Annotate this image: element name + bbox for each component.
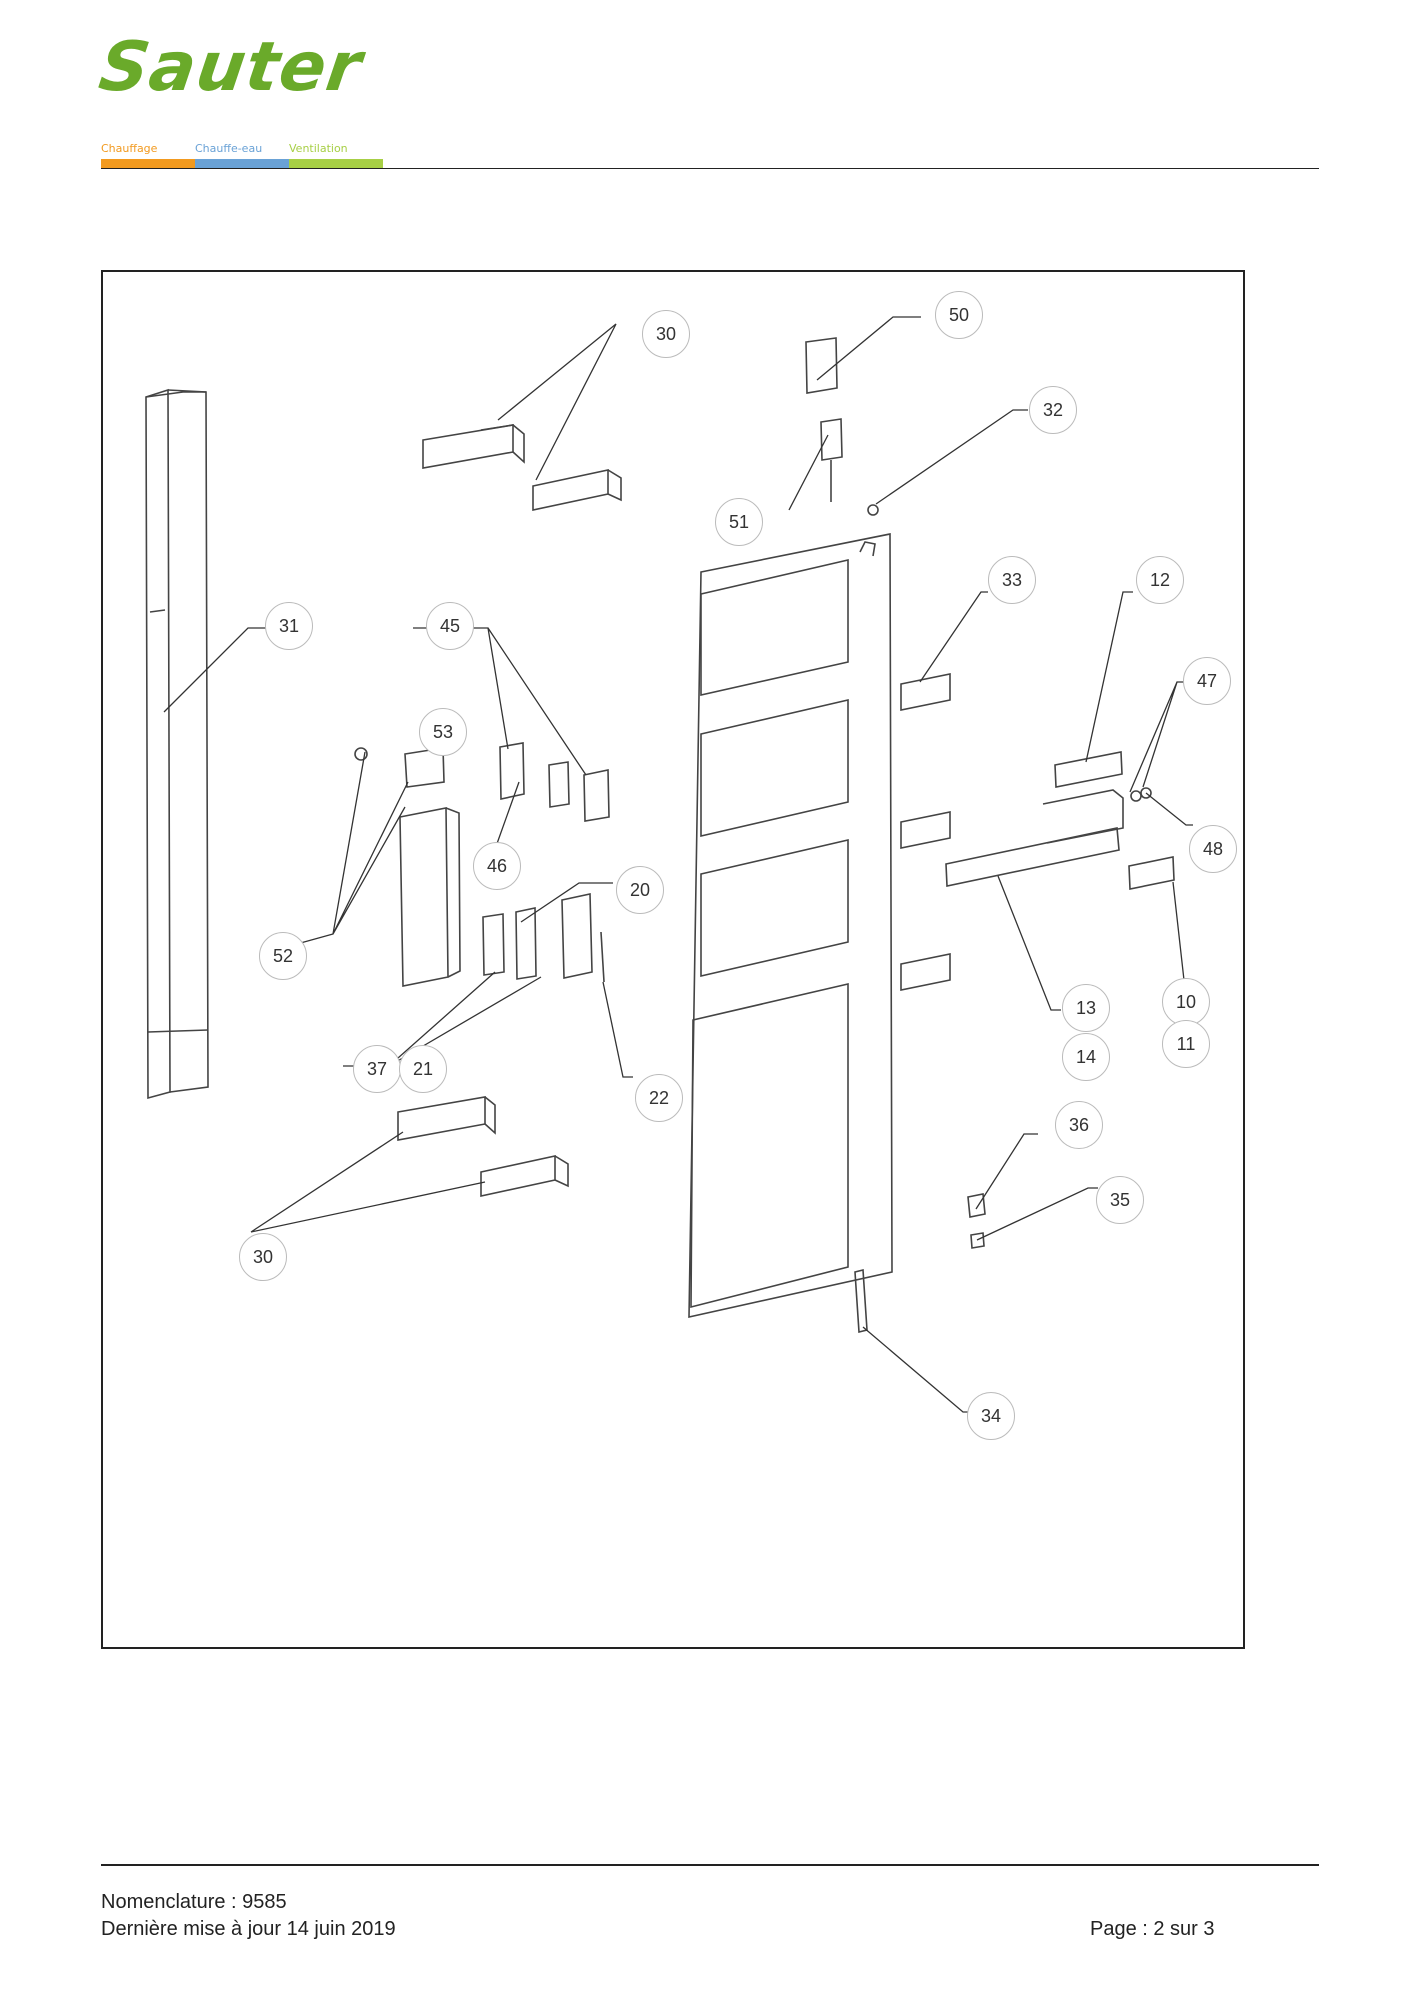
category-heating: Chauffage	[101, 142, 195, 168]
category-water-heater-bar	[195, 159, 289, 168]
footer-rule	[101, 1864, 1319, 1866]
callout-30-bottom: 30	[239, 1233, 287, 1281]
callout-46: 46	[473, 842, 521, 890]
callout-12: 12	[1136, 556, 1184, 604]
callout-50: 50	[935, 291, 983, 339]
vertical-profile-part	[145, 388, 209, 1100]
category-water-heater-label: Chauffe-eau	[195, 142, 263, 155]
category-heating-label: Chauffage	[101, 142, 158, 155]
callout-31: 31	[265, 602, 313, 650]
callout-37: 37	[353, 1045, 401, 1093]
page-number: Page : 2 sur 3	[1090, 1918, 1215, 1940]
header-rule	[101, 168, 1319, 169]
callout-20: 20	[616, 866, 664, 914]
category-heating-bar	[101, 159, 195, 168]
exploded-view-frame: 30 50 32 51 33 12 31 45 47 53 46 48 20 5…	[101, 270, 1245, 1649]
category-strip: Chauffage Chauffe-eau Ventilation	[101, 142, 383, 168]
electronics-part	[482, 742, 610, 983]
callout-22: 22	[635, 1074, 683, 1122]
callout-34: 34	[967, 1392, 1015, 1440]
label-stickers-part	[900, 673, 951, 991]
brand-logo: Sauter	[94, 28, 367, 107]
callout-33: 33	[988, 556, 1036, 604]
callout-53: 53	[419, 708, 467, 756]
callout-21: 21	[399, 1045, 447, 1093]
category-ventilation-label: Ventilation	[289, 142, 348, 155]
callout-48: 48	[1189, 825, 1237, 873]
towel-bar-part	[945, 751, 1175, 890]
callout-52: 52	[259, 932, 307, 980]
upper-bracket-part	[422, 424, 622, 511]
callout-45: 45	[426, 602, 474, 650]
callout-13: 13	[1062, 984, 1110, 1032]
lower-bracket-part	[397, 1096, 569, 1197]
leader-lines	[163, 316, 1195, 1413]
callout-47: 47	[1183, 657, 1231, 705]
callout-14: 14	[1062, 1033, 1110, 1081]
clips-part	[854, 1193, 986, 1334]
category-water-heater: Chauffe-eau	[195, 142, 289, 168]
category-ventilation: Ventilation	[289, 142, 383, 168]
callout-51: 51	[715, 498, 763, 546]
radiator-body-part	[688, 533, 893, 1319]
callout-35: 35	[1096, 1176, 1144, 1224]
last-update-text: Dernière mise à jour 14 juin 2019	[101, 1918, 396, 1940]
callout-32: 32	[1029, 386, 1077, 434]
nomenclature-text: Nomenclature : 9585	[101, 1891, 287, 1913]
callout-11: 11	[1162, 1020, 1210, 1068]
top-cap-part	[805, 337, 879, 516]
callout-30-top: 30	[642, 310, 690, 358]
callout-36: 36	[1055, 1101, 1103, 1149]
category-ventilation-bar	[289, 159, 383, 168]
callout-10: 10	[1162, 978, 1210, 1026]
